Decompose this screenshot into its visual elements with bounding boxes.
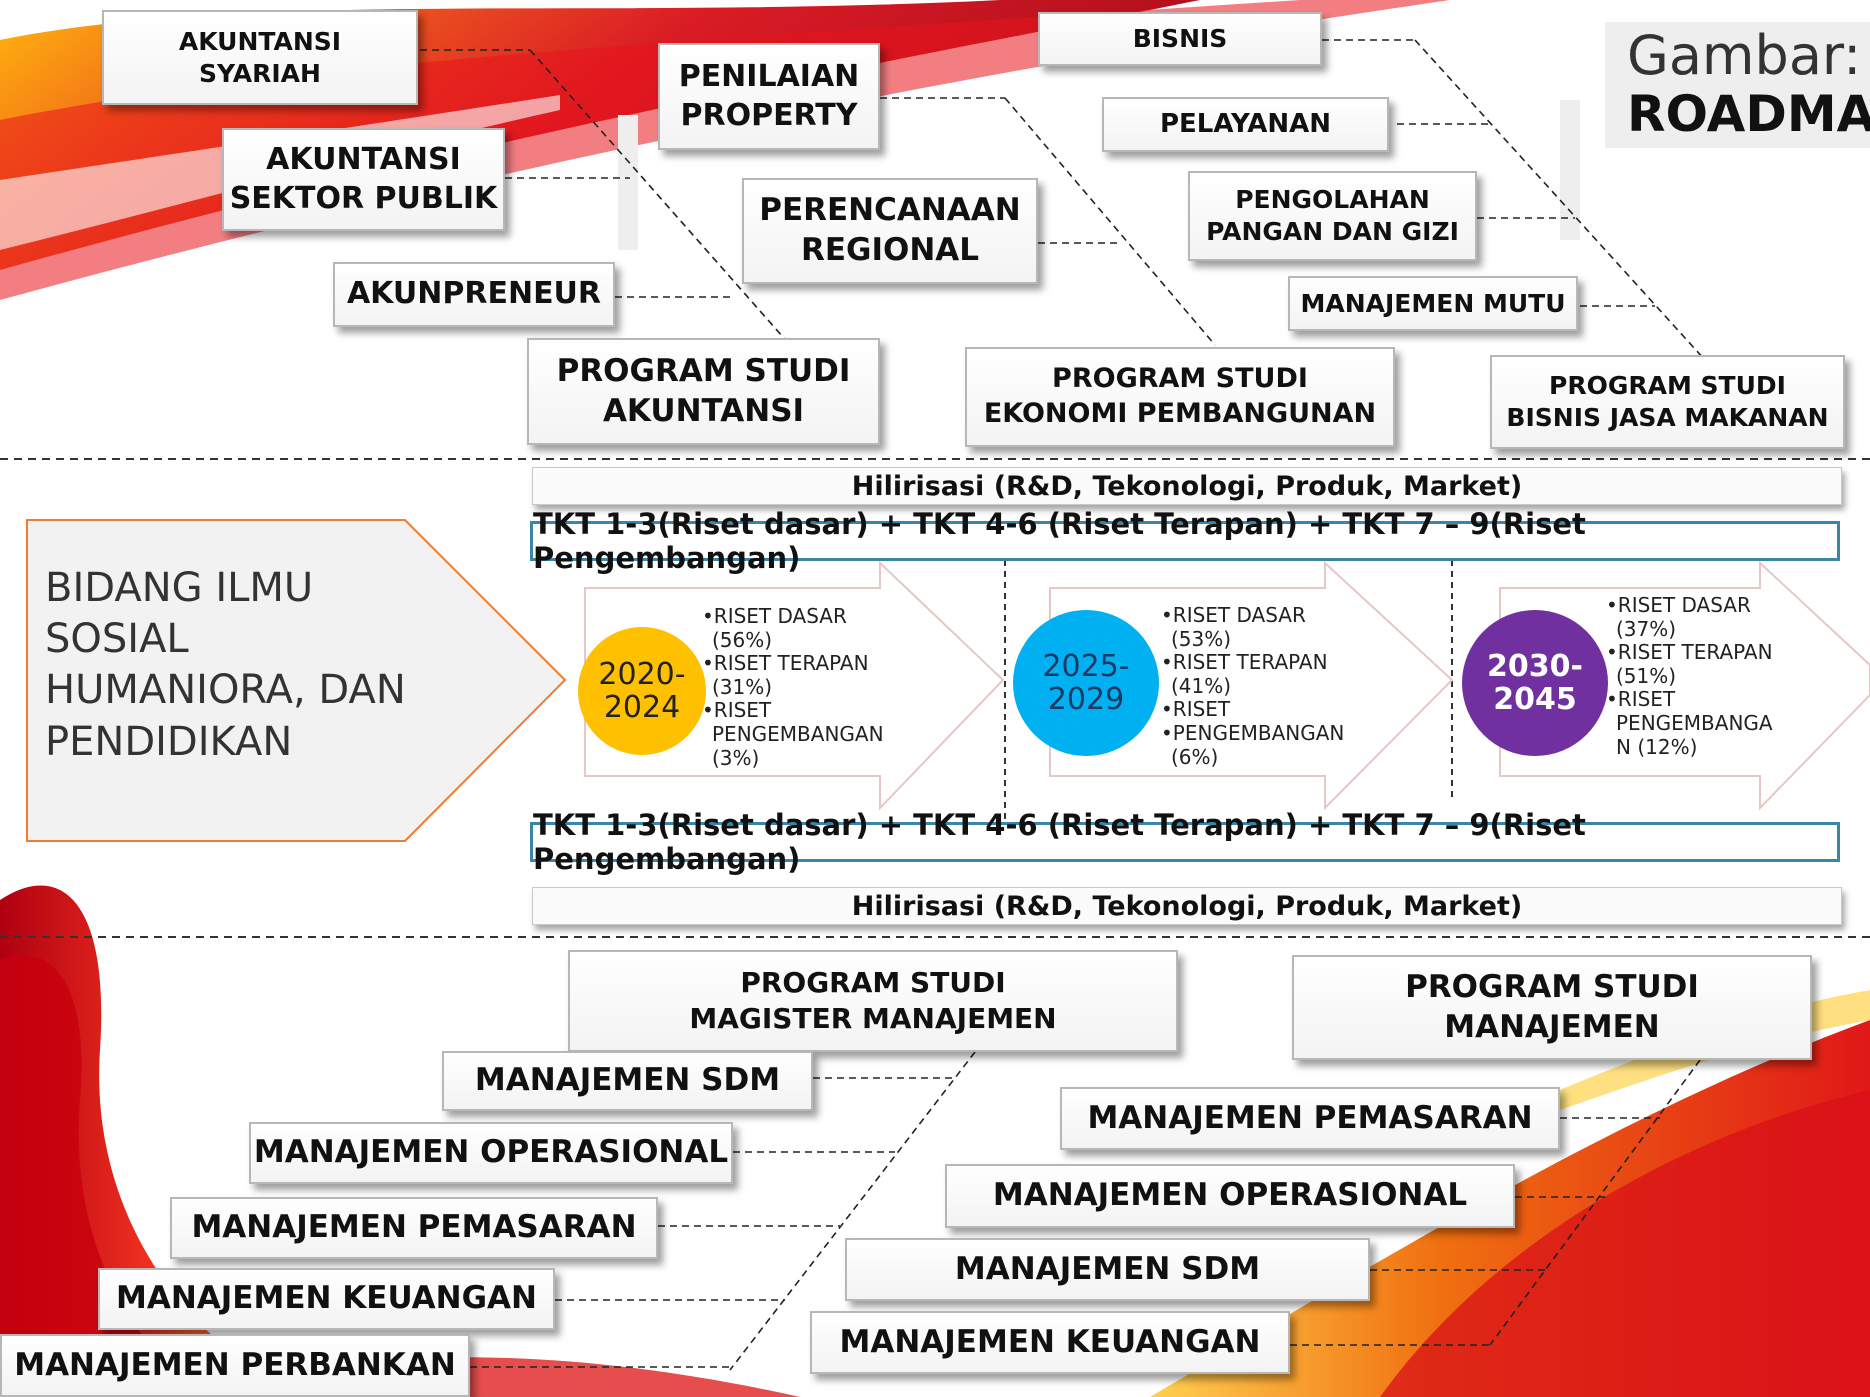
topic-penilaian-property: PENILAIAN PROPERTY	[658, 43, 880, 150]
topic-m-manajemen-keuangan: MANAJEMEN KEUANGAN	[810, 1311, 1290, 1374]
phase-1-list: RISET DASAR (56%) RISET TERAPAN (31%) RI…	[698, 604, 898, 770]
field-label: BIDANG ILMU SOSIAL HUMANIORA, DAN PENDID…	[45, 565, 406, 765]
phase-1-period: 2020- 2024	[578, 627, 706, 755]
topic-mm-manajemen-operasional: MANAJEMEN OPERASIONAL	[249, 1122, 733, 1184]
slide-title-line1: Gambar:	[1627, 24, 1862, 87]
phase-2-item: RISET DASAR (53%)	[1157, 603, 1357, 651]
slide-title-line2: ROADMA	[1627, 85, 1870, 143]
topic-akunpreneur: AKUNPRENEUR	[333, 262, 615, 327]
phase-2-item: RISET TERAPAN (41%)	[1157, 650, 1357, 698]
hilirisasi-bar-bottom: Hilirisasi (R&D, Tekonologi, Produk, Mar…	[532, 887, 1842, 925]
tkt-bar-top: TKT 1-3(Riset dasar) + TKT 4-6 (Riset Te…	[530, 507, 1840, 575]
phase-1-item: RISET DASAR (56%)	[698, 604, 898, 652]
program-manajemen: PROGRAM STUDI MANAJEMEN	[1292, 955, 1812, 1060]
topic-pengolahan-pangan-dan-gizi: PENGOLAHAN PANGAN DAN GIZI	[1188, 171, 1477, 261]
tkt-bar-bottom: TKT 1-3(Riset dasar) + TKT 4-6 (Riset Te…	[530, 808, 1840, 876]
phase-1-item: RISET PENGEMBANGAN (3%)	[698, 699, 898, 770]
phase-1-item: RISET TERAPAN (31%)	[698, 651, 898, 699]
topic-mm-manajemen-perbankan: MANAJEMEN PERBANKAN	[0, 1334, 470, 1397]
program-magister-manajemen: PROGRAM STUDI MAGISTER MANAJEMEN	[568, 950, 1178, 1052]
phase-3-item: RISET DASAR (37%)	[1602, 593, 1802, 641]
topic-mm-manajemen-pemasaran: MANAJEMEN PEMASARAN	[170, 1197, 658, 1259]
topic-perencanaan-regional: PERENCANAAN REGIONAL	[742, 178, 1038, 284]
phase-3-item: RISET PENGEMBANGA N (12%)	[1602, 688, 1802, 759]
topic-mm-manajemen-sdm: MANAJEMEN SDM	[442, 1051, 813, 1111]
slide-title: Gambar: ROADMA	[1605, 22, 1870, 148]
hilirisasi-bar-top: Hilirisasi (R&D, Tekonologi, Produk, Mar…	[532, 467, 1842, 505]
topic-m-manajemen-operasional: MANAJEMEN OPERASIONAL	[945, 1164, 1515, 1228]
program-bisnis-jasa-makanan: PROGRAM STUDI BISNIS JASA MAKANAN	[1490, 355, 1845, 449]
topic-bisnis: BISNIS	[1038, 12, 1322, 66]
phase-2-period: 2025- 2029	[1013, 610, 1159, 756]
topic-m-manajemen-pemasaran: MANAJEMEN PEMASARAN	[1060, 1087, 1560, 1150]
topic-manajemen-mutu: MANAJEMEN MUTU	[1288, 276, 1578, 331]
phase-2-list: RISET DASAR (53%) RISET TERAPAN (41%) RI…	[1157, 603, 1357, 769]
topic-akuntansi-syariah: AKUNTANSI SYARIAH	[102, 10, 418, 105]
phase-3-item: RISET TERAPAN (51%)	[1602, 640, 1802, 688]
phase-3-list: RISET DASAR (37%) RISET TERAPAN (51%) RI…	[1602, 593, 1802, 759]
program-akuntansi: PROGRAM STUDI AKUNTANSI	[527, 338, 880, 445]
topic-pelayanan: PELAYANAN	[1102, 97, 1389, 152]
program-ekonomi-pembangunan: PROGRAM STUDI EKONOMI PEMBANGUNAN	[965, 347, 1395, 447]
topic-akuntansi-sektor-publik: AKUNTANSI SEKTOR PUBLIK	[222, 128, 505, 231]
phase-3-period: 2030- 2045	[1462, 610, 1608, 756]
phase-2-item: RISET	[1157, 698, 1357, 722]
topic-m-manajemen-sdm: MANAJEMEN SDM	[845, 1238, 1370, 1301]
topic-mm-manajemen-keuangan: MANAJEMEN KEUANGAN	[98, 1268, 555, 1330]
phase-2-item: PENGEMBANGAN (6%)	[1157, 721, 1357, 769]
